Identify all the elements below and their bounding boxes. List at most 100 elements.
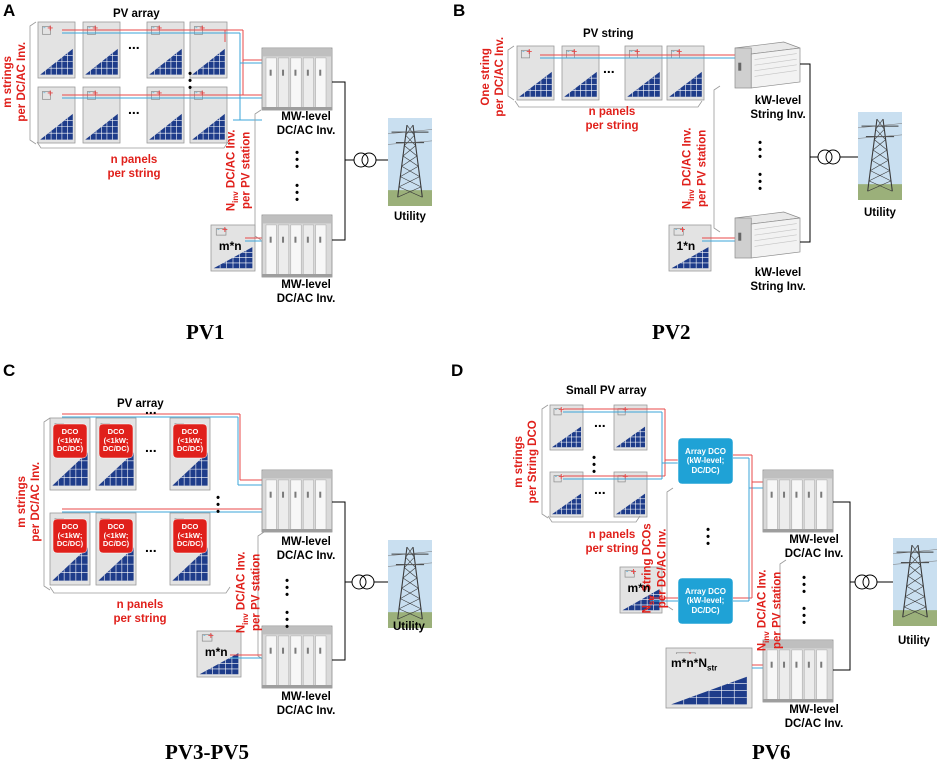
ellipsis-d-dco1: ••• — [704, 525, 712, 550]
ellipsis-a-vert: ••• — [186, 69, 194, 94]
dco-label-line: DCO — [107, 522, 125, 532]
text: DC/AC Inv. — [225, 129, 238, 192]
dot: • — [802, 603, 806, 615]
dot: • — [758, 144, 762, 156]
pv-panel-a: -+ — [37, 86, 76, 144]
rows-label-d-line: m strings — [513, 435, 526, 488]
subscript: inv — [230, 191, 240, 203]
ellipsis-c-top: ... — [145, 439, 157, 455]
ellipsis-d-inv2: ••• — [800, 603, 808, 629]
caption-a: PV1 — [186, 320, 225, 344]
dco-label-line: (<1kW; — [177, 530, 203, 540]
pv-array-label-a: PV array — [113, 8, 160, 20]
svg-text:-: - — [43, 24, 46, 32]
cols-label-c-line: per string — [113, 613, 167, 625]
dot: • — [295, 154, 299, 166]
svg-text:-: - — [217, 225, 220, 233]
str-label-d-line: per DC/AC Inv. — [656, 528, 669, 609]
dot: • — [758, 169, 762, 181]
inverter-c-bot — [261, 625, 333, 689]
array-dco-top-d-label: Array DCO(kW-level;DC/DC) — [678, 447, 733, 476]
svg-text:+: + — [156, 23, 163, 32]
station-label-d: Ninv DC/AC Inv.per PV station — [757, 545, 786, 675]
dot: • — [706, 538, 710, 550]
svg-text:-: - — [555, 405, 558, 413]
dco-box-c-label: DCO(<1kW;DC/DC) — [173, 427, 207, 454]
symbol: N — [641, 605, 654, 614]
station-label-c-line: Ninv DC/AC Inv. — [236, 527, 251, 657]
brace-a-station — [254, 109, 262, 241]
svg-text:+: + — [208, 631, 215, 640]
svg-text:+: + — [526, 47, 533, 56]
text: DC/AC Inv. — [756, 569, 769, 632]
dot: • — [216, 492, 220, 504]
brace-c-cols — [49, 586, 231, 594]
array-dco-bot-d-label: Array DCO(kW-level;DC/DC) — [678, 587, 733, 616]
ellipsis-c-bot: ... — [145, 539, 157, 555]
dco-label-line: (kW-level; — [686, 456, 725, 466]
dot: • — [592, 452, 596, 464]
dco-label-line: DCO — [61, 427, 79, 437]
dot: • — [802, 610, 806, 622]
dot: • — [758, 137, 762, 149]
ellipsis-d-bot: ... — [594, 481, 606, 497]
dot: • — [802, 579, 806, 591]
station-label-a: Ninv DC/AC Inv.per PV station — [226, 105, 255, 235]
dot: • — [295, 187, 299, 199]
brace-b-rows — [507, 45, 515, 101]
inverter-label-a-top-line: DC/AC Inv. — [276, 125, 336, 137]
transformer-a — [353, 152, 377, 168]
dot: • — [802, 586, 806, 598]
symbol: N — [681, 200, 694, 210]
svg-text:+: + — [634, 47, 641, 56]
svg-text:-: - — [626, 567, 629, 575]
svg-text:-: - — [672, 48, 675, 56]
dco-box-c — [52, 518, 88, 554]
rows-label-c-line: per DC/AC Inv. — [30, 461, 42, 542]
inverter-label-c-top-line: MW-level — [281, 536, 331, 548]
rows-label-b-line: per DC/AC Inv. — [494, 36, 506, 117]
bus-b — [800, 63, 811, 243]
svg-text:-: - — [43, 89, 46, 97]
inverter-label-d-bot-line: DC/AC Inv. — [784, 718, 844, 730]
dco-box-c-label: DCO(<1kW;DC/DC) — [173, 522, 207, 549]
dco-label-line: DC/DC) — [176, 444, 204, 454]
panel-letter-a: A — [3, 1, 16, 20]
pv-array-label-c: PV array — [117, 398, 164, 410]
subscript: inv — [761, 631, 771, 643]
station-label-a-line: Ninv DC/AC Inv. — [226, 105, 241, 235]
ellipsis-c-vert: ••• — [214, 492, 222, 518]
dco-label-line: DC/DC) — [691, 605, 720, 615]
dot: • — [802, 617, 806, 629]
dot: • — [295, 161, 299, 173]
station-label-d-line: Ninv DC/AC Inv. — [757, 545, 772, 675]
dco-box-c — [52, 423, 88, 459]
inverter-c-top — [261, 469, 333, 533]
dco-box-c-label: DCO(<1kW;DC/DC) — [99, 427, 133, 454]
transformer-c — [351, 574, 375, 590]
dot: • — [295, 180, 299, 192]
dot: • — [802, 572, 806, 584]
utility-label-c: Utility — [393, 621, 425, 633]
subscript: str — [646, 594, 656, 606]
multiplier-c-label: m*n — [204, 644, 228, 659]
svg-text:+: + — [92, 23, 99, 32]
dot: • — [216, 506, 220, 518]
panel-letter-d: D — [451, 361, 464, 380]
pv-panel-a: -+ — [189, 21, 228, 79]
ellipsis-a-inv1: ••• — [293, 148, 301, 173]
dot: • — [285, 621, 289, 633]
pv-string-label-b: PV string — [583, 28, 634, 40]
inverter-label-a-bot-line: MW-level — [281, 279, 331, 291]
brace-c-rows — [43, 417, 51, 591]
dco-label-line: DCO — [61, 522, 79, 532]
inverter-label-b-top-line: kW-level — [754, 95, 802, 107]
